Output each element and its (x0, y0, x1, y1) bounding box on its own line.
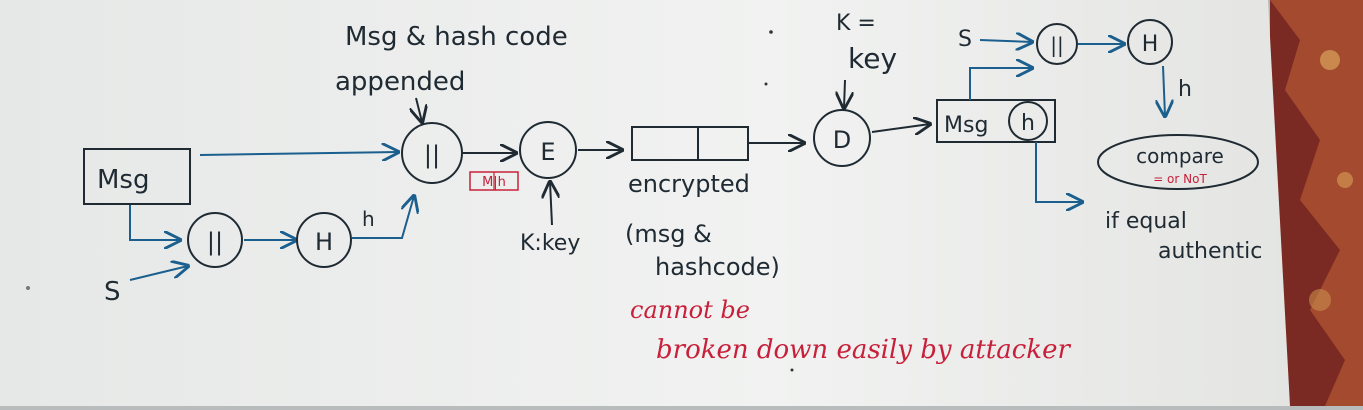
concat-node-2-label: || (424, 141, 440, 169)
decrypt-key-line1: K = (836, 11, 876, 36)
annotation-top-line1: Msg & hash code (345, 22, 568, 52)
fabric-edge (1270, 0, 1363, 406)
encrypted-note-line2: hashcode) (655, 253, 780, 281)
hash-node-1-label: H (315, 228, 333, 256)
arrow-secret1-to-concat1 (129, 266, 188, 281)
warning-line1: cannot be (630, 296, 750, 324)
arrow-secret2-to-concat3 (979, 40, 1032, 42)
arrow-msg-to-concat1 (129, 205, 180, 240)
secret-2-label: S (958, 27, 972, 52)
annotation-top-line2: appended (335, 67, 465, 97)
encrypted-label: encrypted (628, 170, 750, 198)
decrypted-msg-label: Msg (944, 113, 988, 138)
arrow-hash2-to-compare (1163, 65, 1165, 116)
encrypt-key-label: K:key (520, 231, 580, 256)
hash-output-1-label: h (362, 207, 375, 231)
stray-dot-2 (764, 82, 768, 86)
hash-node-2-label: H (1142, 32, 1159, 57)
concat-node-1 (187, 212, 243, 268)
stray-dot-3 (790, 368, 794, 372)
arrow-decrypted-hash-to-compare (1035, 142, 1082, 202)
result-line2: authentic (1158, 239, 1262, 264)
arrow-msg-to-concat (199, 152, 398, 155)
concat-node-2 (401, 122, 463, 184)
paper-dot (26, 286, 30, 290)
hash-node-2 (1127, 19, 1173, 65)
concat-node-3 (1036, 23, 1078, 65)
concat-node-1-label: || (207, 228, 223, 256)
msg-box-label: Msg (97, 165, 149, 195)
arrow-hash1-to-concat2 (352, 196, 414, 239)
warning-line2: broken down easily by attacker (656, 335, 1071, 365)
packet-label: M|h (482, 175, 506, 190)
secret-1-label: S (104, 277, 121, 307)
msg-box (83, 148, 191, 205)
compare-node (1097, 134, 1259, 190)
encrypt-node-label: E (540, 138, 555, 166)
compare-label: compare (1136, 144, 1224, 168)
decrypt-node-label: D (833, 126, 851, 154)
compare-sub-label: = or NoT (1153, 172, 1207, 186)
decrypted-hash-circle (1008, 101, 1048, 141)
arrow-key-to-decrypt (844, 79, 845, 108)
hash-output-2-label: h (1178, 77, 1192, 102)
arrow-decrypt-to-output (871, 124, 930, 132)
annotation-arrow (416, 97, 422, 122)
paper-sheet (0, 0, 1290, 406)
encrypted-note-line1: (msg & (625, 220, 712, 248)
arrow-key-to-encrypt (550, 182, 552, 226)
decrypted-hash-label: h (1021, 111, 1035, 136)
encrypt-node (519, 121, 577, 179)
decrypted-box (936, 99, 1056, 143)
arrow-msg-to-concat3 (969, 68, 1032, 100)
concat-node-3-label: || (1050, 33, 1063, 57)
stray-dot-1 (769, 30, 773, 34)
result-line1: if equal (1105, 209, 1187, 234)
hash-node-1 (296, 212, 352, 268)
decrypt-key-line2: key (848, 42, 897, 75)
